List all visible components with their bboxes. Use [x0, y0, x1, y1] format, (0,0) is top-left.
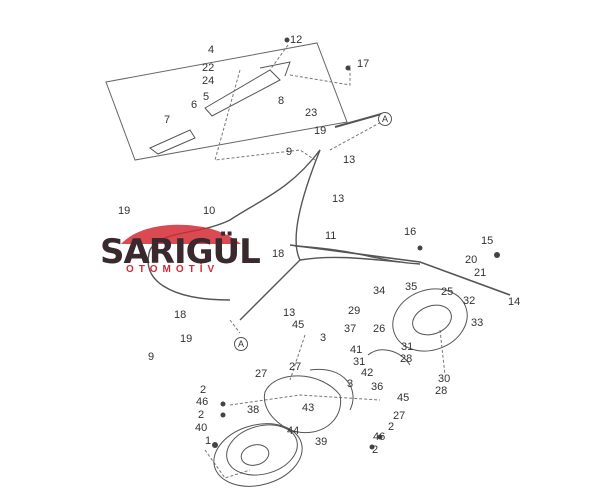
part-label: 22 [202, 62, 215, 74]
part-label: 27 [289, 361, 302, 373]
part-label: 18 [174, 309, 187, 321]
part-label: 24 [202, 75, 215, 87]
hand-brake-lever [149, 61, 291, 155]
part-label: 29 [348, 305, 361, 317]
part-label: 13 [283, 307, 296, 319]
part-label: 6 [191, 99, 198, 111]
part-label: 41 [350, 344, 363, 356]
part-label: 2 [372, 444, 379, 456]
part-label: 36 [371, 381, 384, 393]
part-label: 46 [196, 396, 209, 408]
part-label: 1 [205, 435, 212, 447]
part-label: 2 [388, 421, 395, 433]
watermark-brand: SARIGÜL [100, 232, 261, 272]
reference-callout-a-top: A [378, 112, 392, 126]
part-label: 44 [287, 425, 300, 437]
part-label: 35 [405, 281, 418, 293]
part-label: 20 [465, 254, 478, 266]
part-label: 43 [302, 402, 315, 414]
part-label: 45 [292, 319, 305, 331]
part-label: 28 [435, 385, 448, 397]
part-label: 27 [255, 368, 268, 380]
part-label: 8 [278, 95, 285, 107]
reference-callout-a-bottom: A [234, 337, 248, 351]
part-label: 10 [203, 205, 216, 217]
part-label: 38 [247, 404, 260, 416]
part-label: 23 [305, 107, 318, 119]
part-label: 19 [180, 333, 193, 345]
part-label: 21 [474, 267, 487, 279]
part-label: 27 [393, 410, 406, 422]
part-label: 28 [400, 353, 413, 365]
part-label: 18 [272, 248, 285, 260]
part-label: 3 [320, 332, 327, 344]
part-label: 32 [463, 295, 476, 307]
part-label: 33 [471, 317, 484, 329]
part-label: 14 [508, 296, 521, 308]
part-label: 5 [203, 91, 210, 103]
backing-plate-right [392, 288, 468, 352]
brake-shoes [263, 349, 411, 434]
part-label: 19 [314, 125, 327, 137]
watermark-subtitle: OTOMOTİV [126, 264, 220, 275]
part-label: 16 [404, 226, 417, 238]
part-label: 31 [353, 356, 366, 368]
part-label: 34 [373, 285, 386, 297]
lever-group-box [105, 42, 348, 161]
part-label: 17 [357, 58, 370, 70]
part-label: 13 [343, 154, 356, 166]
part-label: 37 [344, 323, 357, 335]
part-label: 9 [148, 351, 155, 363]
part-label: 4 [208, 44, 215, 56]
part-label: 2 [200, 384, 207, 396]
part-label: 39 [315, 436, 328, 448]
car-silhouette-icon [121, 224, 241, 244]
brake-drum [213, 423, 303, 487]
part-label: 19 [118, 205, 131, 217]
part-label: 30 [438, 373, 451, 385]
small-parts [212, 37, 500, 450]
part-label: 42 [361, 367, 374, 379]
part-label: 9 [286, 146, 293, 158]
part-label: 26 [373, 323, 386, 335]
part-label: 45 [397, 392, 410, 404]
watermark-logo: SARIGÜL OTOMOTİV [96, 218, 261, 280]
part-label: 11 [325, 230, 337, 242]
part-label: 46 [373, 431, 386, 443]
part-label: 13 [332, 193, 345, 205]
part-label: 25 [441, 286, 454, 298]
part-label: 12 [290, 34, 303, 46]
part-label: 7 [164, 114, 171, 126]
cables [147, 112, 511, 321]
part-label: 2 [198, 409, 205, 421]
part-label: 31 [401, 341, 414, 353]
part-label: 3 [347, 378, 354, 390]
part-label: 15 [481, 235, 494, 247]
part-label: 40 [195, 422, 208, 434]
